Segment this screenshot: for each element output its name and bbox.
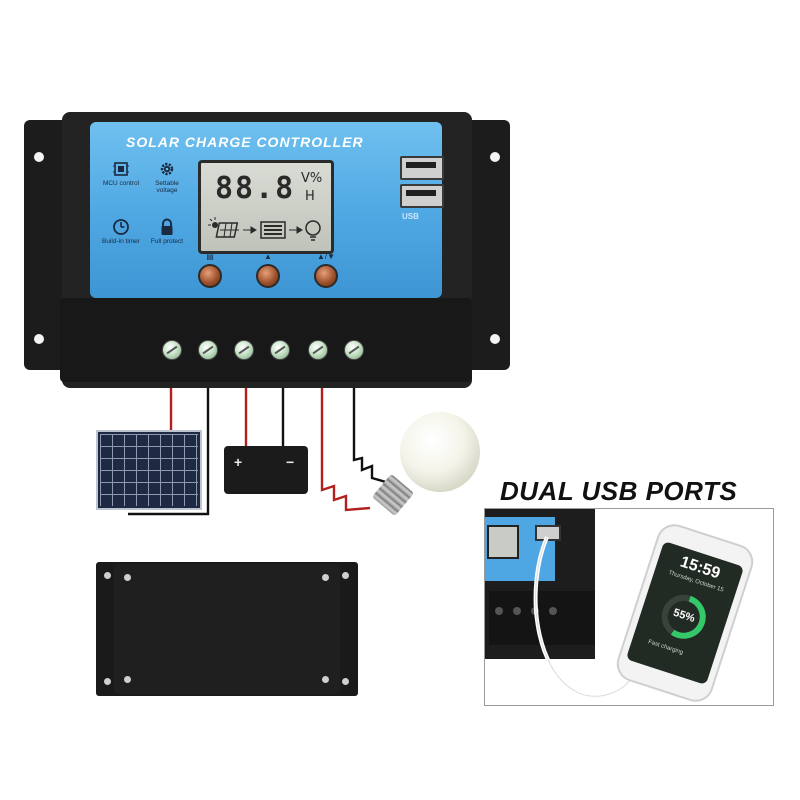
terminal-screw[interactable]	[270, 340, 290, 360]
solar-cells	[100, 434, 198, 506]
control-faceplate: SOLAR CHARGE CONTROLLER MCU control Set	[90, 122, 444, 298]
usb-port[interactable]	[400, 156, 444, 180]
solar-panel	[96, 430, 202, 510]
lock-icon	[161, 218, 173, 235]
mini-lcd	[487, 525, 519, 559]
mounting-hole	[34, 334, 44, 344]
panel-negative-wire	[128, 388, 210, 516]
screw-hole	[124, 676, 131, 683]
mounting-hole	[490, 334, 500, 344]
chip-icon	[113, 162, 129, 176]
light-bulb	[364, 408, 484, 528]
menu-icon: ▤	[206, 252, 214, 261]
screw-hole	[322, 676, 329, 683]
screw-hole	[322, 574, 329, 581]
screw-hole	[124, 574, 131, 581]
usb-port[interactable]	[400, 184, 444, 208]
terminal-screw[interactable]	[234, 340, 254, 360]
menu-knob[interactable]	[198, 264, 222, 288]
back-plate	[114, 564, 340, 694]
usb-inset-photo: 15:59 Thursday, October 15 55% Fast char…	[484, 508, 774, 706]
terminal-screw[interactable]	[308, 340, 328, 360]
battery-icon	[260, 221, 286, 239]
up-knob[interactable]	[256, 264, 280, 288]
feature-label: Settable voltage	[155, 180, 179, 194]
feature-label: MCU control	[102, 180, 140, 187]
terminal-screw[interactable]	[162, 340, 182, 360]
arrow-icon	[243, 226, 257, 234]
mounting-hole	[104, 572, 111, 579]
usb-cable	[533, 536, 635, 699]
controller-back-view	[96, 562, 358, 696]
controller-title: SOLAR CHARGE CONTROLLER	[126, 134, 364, 150]
down-icon: ▲/▼	[316, 252, 336, 261]
feature-label: Build-in timer	[102, 238, 140, 245]
usb-label: USB	[402, 212, 419, 221]
arrow-icon	[289, 226, 303, 234]
mounting-hole	[342, 572, 349, 579]
lcd-display: 88.8 V% H	[198, 160, 334, 254]
gear-icon	[160, 162, 174, 176]
load-negative-wire	[352, 388, 387, 484]
battery-gauge: 55%	[656, 589, 712, 645]
lcd-unit-top: V%	[301, 171, 323, 186]
lcd-unit-bottom: H	[305, 189, 315, 204]
clock-icon	[113, 219, 129, 235]
usb-ports: USB	[396, 152, 444, 232]
mounting-hole	[104, 678, 111, 685]
mini-usb-port	[535, 525, 561, 541]
charging-caption: Fast charging	[647, 639, 684, 657]
solar-panel-icon	[215, 222, 239, 238]
sun-icon	[208, 217, 218, 228]
mini-terminals	[489, 591, 595, 645]
mounting-hole	[34, 152, 44, 162]
battery: + −	[224, 446, 308, 494]
down-knob[interactable]	[314, 264, 338, 288]
mounting-hole	[490, 152, 500, 162]
bulb-glass	[400, 412, 480, 492]
terminal-screw[interactable]	[198, 340, 218, 360]
inset-title: DUAL USB PORTS	[500, 476, 738, 506]
battery-positive-sign: +	[234, 454, 243, 470]
up-icon: ▲	[264, 252, 272, 261]
feature-icons: MCU control Settable voltage Build-in ti…	[98, 160, 194, 270]
bulb-base	[371, 473, 415, 517]
terminal-screw[interactable]	[344, 340, 364, 360]
lcd-readout: 88.8	[215, 171, 296, 206]
feature-label: Full protect	[150, 238, 184, 245]
load-positive-wire	[320, 388, 371, 512]
control-buttons: ▤ ▲ ▲/▼	[198, 252, 360, 292]
solar-charge-controller: SOLAR CHARGE CONTROLLER MCU control Set	[24, 112, 510, 388]
terminal-block	[60, 298, 472, 382]
mounting-hole	[342, 678, 349, 685]
lamp-icon	[305, 220, 321, 241]
battery-negative-sign: −	[286, 454, 295, 470]
lcd-flow-icons	[208, 217, 321, 241]
